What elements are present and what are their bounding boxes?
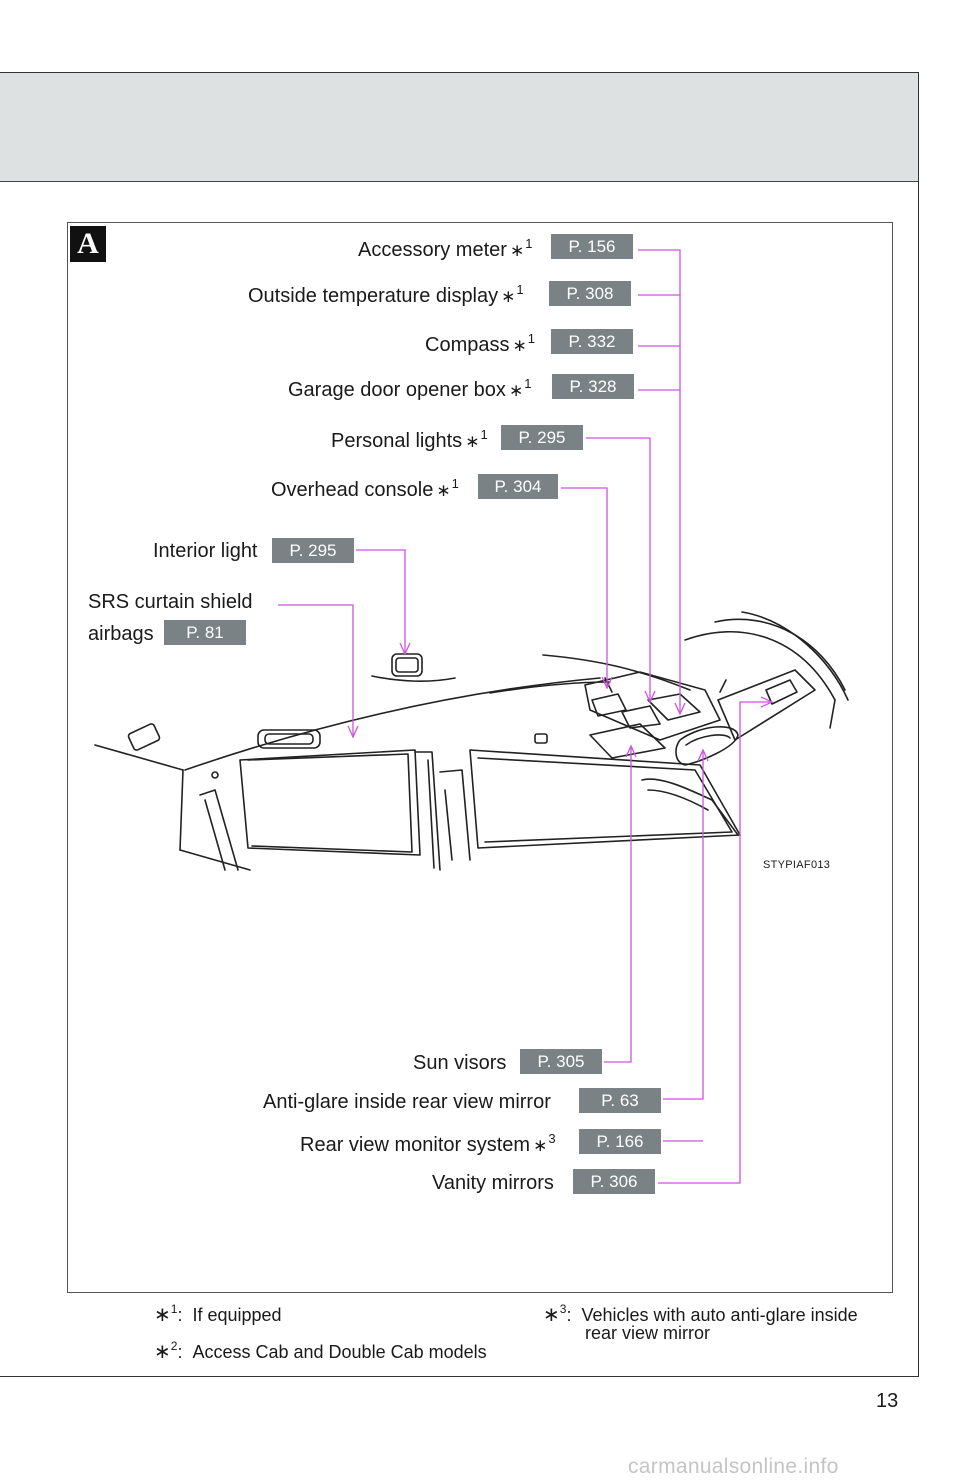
footnote-asterisk-icon: ∗: [508, 381, 524, 401]
rear-view-monitor-label: Rear view monitor system∗3: [300, 1131, 556, 1156]
anti-glare-mirror-ref[interactable]: P. 63: [579, 1088, 661, 1113]
page-number: 13: [876, 1390, 899, 1412]
sun-visors-label: Sun visors: [413, 1052, 507, 1074]
page-frame: [0, 72, 919, 1377]
footnote-2: ∗2: Access Cab and Double Cab models: [154, 1339, 487, 1363]
footnote-1: ∗1: If equipped: [154, 1302, 282, 1326]
footnote-asterisk-icon: ∗: [436, 481, 451, 501]
vanity-mirrors-label: Vanity mirrors: [432, 1172, 554, 1194]
watermark: carmanualsonline.info: [628, 1455, 839, 1478]
footnote-asterisk-icon: ∗: [154, 1339, 171, 1363]
leader-lines: [278, 249, 770, 1184]
footnote-asterisk-icon: ∗: [543, 1302, 560, 1326]
rear-view-monitor-ref[interactable]: P. 166: [579, 1129, 661, 1154]
compass-ref[interactable]: P. 332: [551, 329, 633, 354]
garage-door-ref[interactable]: P. 328: [552, 374, 634, 399]
header-band: [0, 73, 918, 182]
srs-curtain-label-line2: airbags: [88, 623, 154, 645]
footnote-asterisk-icon: ∗: [512, 336, 527, 356]
personal-lights-ref[interactable]: P. 295: [501, 425, 583, 450]
outside-temp-label: Outside temperature display∗1: [248, 282, 524, 307]
garage-door-label: Garage door opener box∗1: [288, 376, 532, 401]
compass-label: Compass∗1: [425, 331, 535, 356]
interior-light-label: Interior light: [153, 540, 258, 562]
accessory-meter-label: Accessory meter∗1: [358, 236, 533, 261]
accessory-meter-ref[interactable]: P. 156: [551, 234, 633, 259]
diagram-box: [67, 222, 893, 1293]
footnote-asterisk-icon: ∗: [509, 241, 525, 261]
overhead-console-ref[interactable]: P. 304: [478, 474, 558, 499]
sun-visors-ref[interactable]: P. 305: [520, 1049, 602, 1074]
anti-glare-mirror-label: Anti-glare inside rear view mirror: [263, 1091, 551, 1113]
footnote-asterisk-icon: ∗: [465, 432, 480, 452]
vanity-mirrors-ref[interactable]: P. 306: [573, 1169, 655, 1194]
srs-curtain-label-line1: SRS curtain shield: [88, 591, 253, 613]
overhead-console-label: Overhead console∗1: [271, 476, 459, 501]
section-badge: A: [70, 226, 106, 262]
figure-code: STYPIAF013: [763, 859, 831, 871]
footnote-asterisk-icon: ∗: [501, 287, 516, 307]
cabin-drawing: [94, 611, 849, 871]
personal-lights-label: Personal lights∗1: [331, 427, 488, 452]
footnote-3: ∗3: Vehicles with auto anti-glare inside: [543, 1302, 858, 1326]
outside-temp-ref[interactable]: P. 308: [549, 281, 631, 306]
interior-light-ref[interactable]: P. 295: [272, 538, 354, 563]
leader-arrowheads: [347, 642, 774, 762]
footnote-asterisk-icon: ∗: [154, 1302, 171, 1326]
footnote-asterisk-icon: ∗: [533, 1136, 548, 1156]
srs-curtain-ref[interactable]: P. 81: [164, 620, 246, 645]
footnote-3-line2: rear view mirror: [585, 1323, 711, 1343]
